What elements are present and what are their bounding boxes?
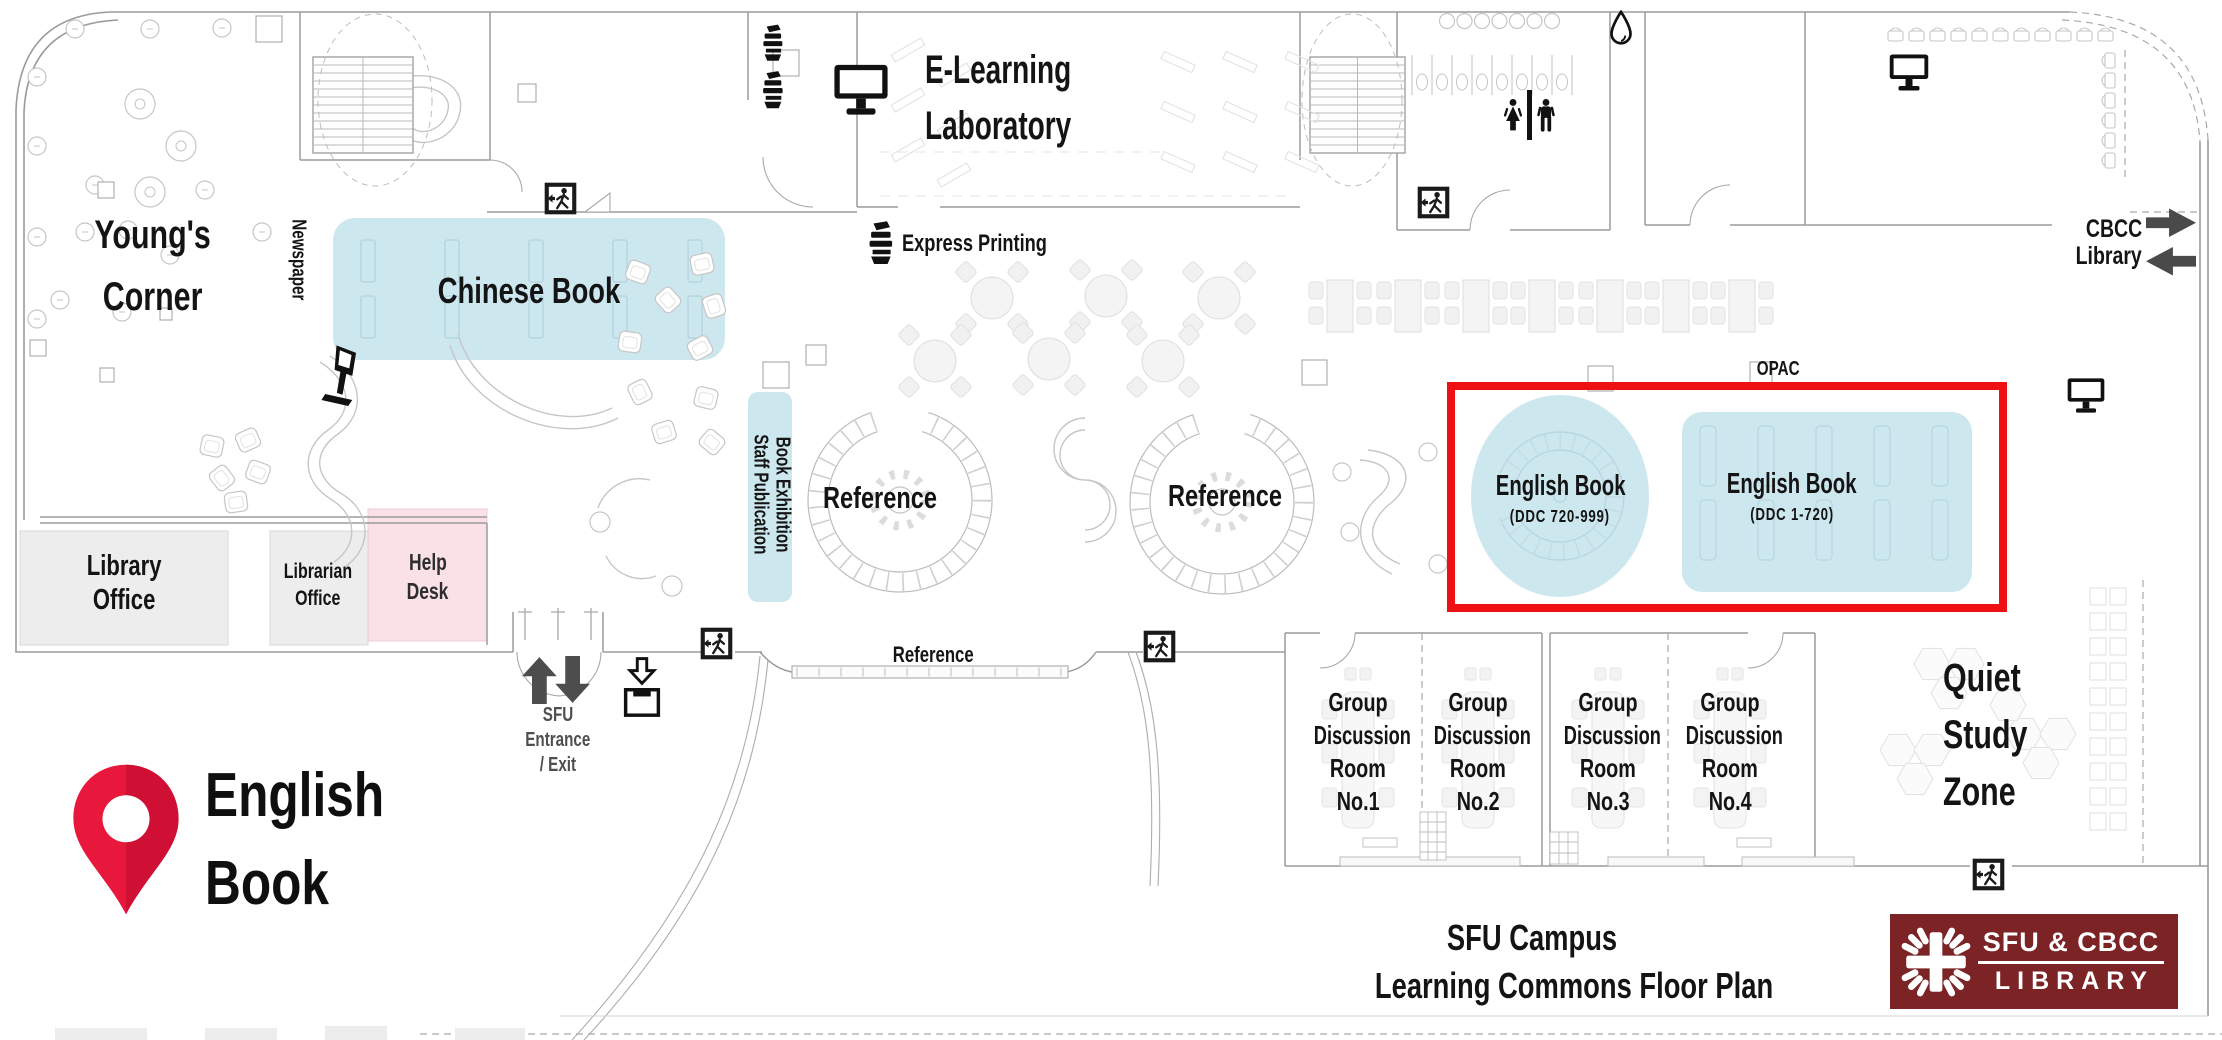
logo-bottom-text: LIBRARY [1994, 967, 2155, 995]
label-reference-left: Reference [823, 480, 937, 515]
printer-icon [760, 24, 786, 62]
exit-icon [1417, 186, 1450, 219]
label-express-printing: Express Printing [902, 230, 1047, 257]
label-group-room-2: Group Discussion Room No.2 [1433, 687, 1531, 816]
monitor-icon [2066, 376, 2106, 414]
label-librarian-office: Librarian Office [283, 560, 353, 610]
sofa-curves [307, 74, 1407, 580]
label-library-office: Library Office [86, 550, 162, 616]
outer-walls [15, 11, 2209, 1016]
legend-label: English Book [205, 761, 385, 918]
zone-library-office [19, 530, 229, 646]
map-caption: SFU Campus Learning Commons Floor Plan [1374, 917, 1774, 1006]
restroom-female-icon [1502, 90, 1524, 140]
label-staff-publication-2: Book Exhibition [771, 436, 794, 553]
exit-icon [700, 627, 733, 660]
legend-pin-icon [73, 764, 179, 915]
room-counters [1339, 856, 1855, 867]
book-return-icon [622, 656, 662, 718]
exit-icon [1972, 858, 2005, 891]
cbcc-two-way-arrows-icon [2146, 206, 2196, 278]
sfu-cbcc-library-logo: SFU & CBCC LIBRARY [1890, 914, 2178, 1009]
exit-icon [1143, 630, 1176, 663]
dashed-walls [420, 11, 2222, 1035]
room-shelf-grids [1362, 811, 1772, 865]
label-reference-shelf: Reference [892, 642, 974, 667]
side-stools [589, 442, 1448, 597]
bottom-blocks [55, 1026, 525, 1040]
logo-divider [1978, 961, 2164, 964]
restroom-divider [1527, 90, 1532, 140]
restroom-male-icon [1535, 90, 1557, 140]
label-sfu-entrance: SFU Entrance / Exit [525, 704, 591, 776]
label-elearning-laboratory: E-Learning Laboratory [925, 48, 1072, 148]
monitor-icon [1888, 52, 1930, 92]
label-quiet-study-zone: Quiet Study Zone [1943, 656, 2028, 814]
zone-help-desk [367, 508, 488, 642]
water-fountain-icon [1608, 10, 1634, 48]
label-reference-right: Reference [1168, 478, 1282, 513]
printer-icon [760, 70, 786, 110]
kiosk-icon [318, 342, 364, 406]
label-english-book-circle: English Book (DDC 720-999) [1495, 470, 1626, 526]
zone-english-book-shelf [1682, 412, 1972, 592]
logo-top-text: SFU & CBCC [1982, 927, 2160, 957]
exit-icon [544, 182, 577, 215]
label-opac: OPAC [1756, 358, 1800, 380]
furniture-layer [27, 12, 2127, 831]
entrance-up-down-arrows-icon [518, 656, 594, 704]
label-cbcc-library: CBCC Library [2075, 215, 2142, 270]
monitor-icon [832, 62, 890, 116]
label-help-desk: Help Desk [406, 549, 449, 604]
express-printer-icon [866, 220, 896, 266]
turnstiles [518, 608, 598, 640]
label-youngs-corner: Young's Corner [94, 213, 211, 319]
zone-staff-publication [748, 392, 792, 602]
corridor-curves [571, 651, 1161, 1040]
label-group-room-3: Group Discussion Room No.3 [1563, 687, 1661, 816]
label-group-room-1: Group Discussion Room No.1 [1313, 687, 1411, 816]
label-staff-publication-1: Staff Publication [749, 434, 772, 555]
highlight-box-english-book [1447, 382, 2007, 612]
door-arcs [489, 156, 1784, 697]
label-newspaper: Newspaper [287, 218, 310, 301]
label-group-room-4: Group Discussion Room No.4 [1685, 687, 1783, 816]
label-english-book-shelf: English Book (DDC 1-720) [1727, 468, 1857, 524]
door-triangle [583, 191, 611, 213]
label-chinese-book: Chinese Book [437, 270, 621, 311]
zone-librarian-office [269, 530, 369, 646]
logo-cross-icon [1901, 927, 1971, 996]
